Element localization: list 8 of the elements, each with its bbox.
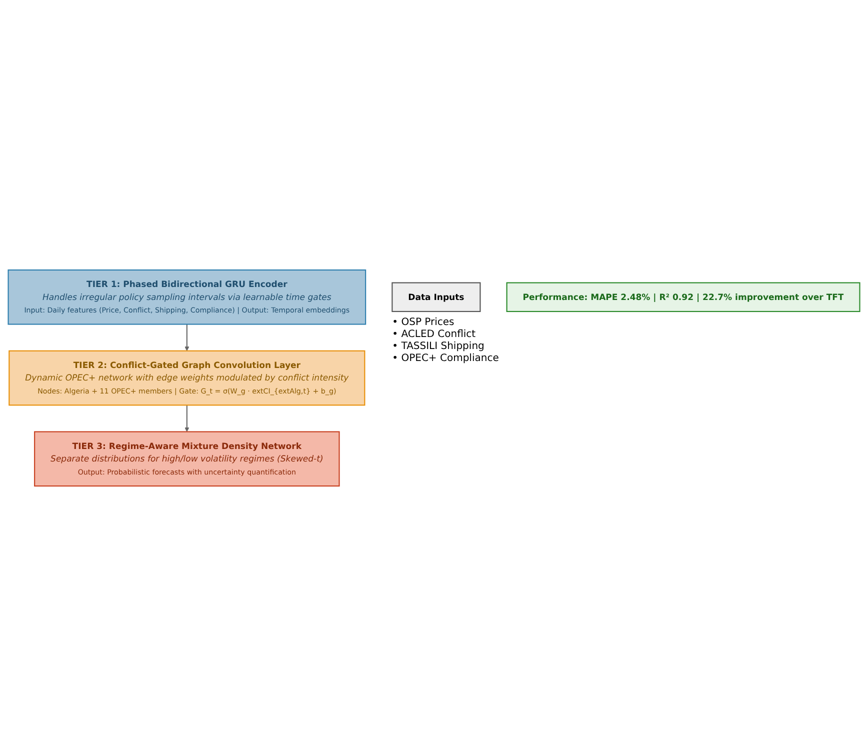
bullet-item: • OPEC+ Compliance bbox=[392, 353, 499, 366]
node-box: Performance: MAPE 2.48% | R² 0.92 | 22.7% improvement over TFT bbox=[506, 282, 860, 312]
arrow bbox=[184, 324, 190, 352]
bullet-item: • ACLED Conflict bbox=[392, 329, 477, 341]
arrow bbox=[184, 405, 190, 432]
bullet-item: • OSP Prices bbox=[392, 317, 456, 329]
node-box: Data Inputs bbox=[392, 282, 481, 312]
bullet-item: • TASSILI Shipping bbox=[392, 341, 486, 353]
